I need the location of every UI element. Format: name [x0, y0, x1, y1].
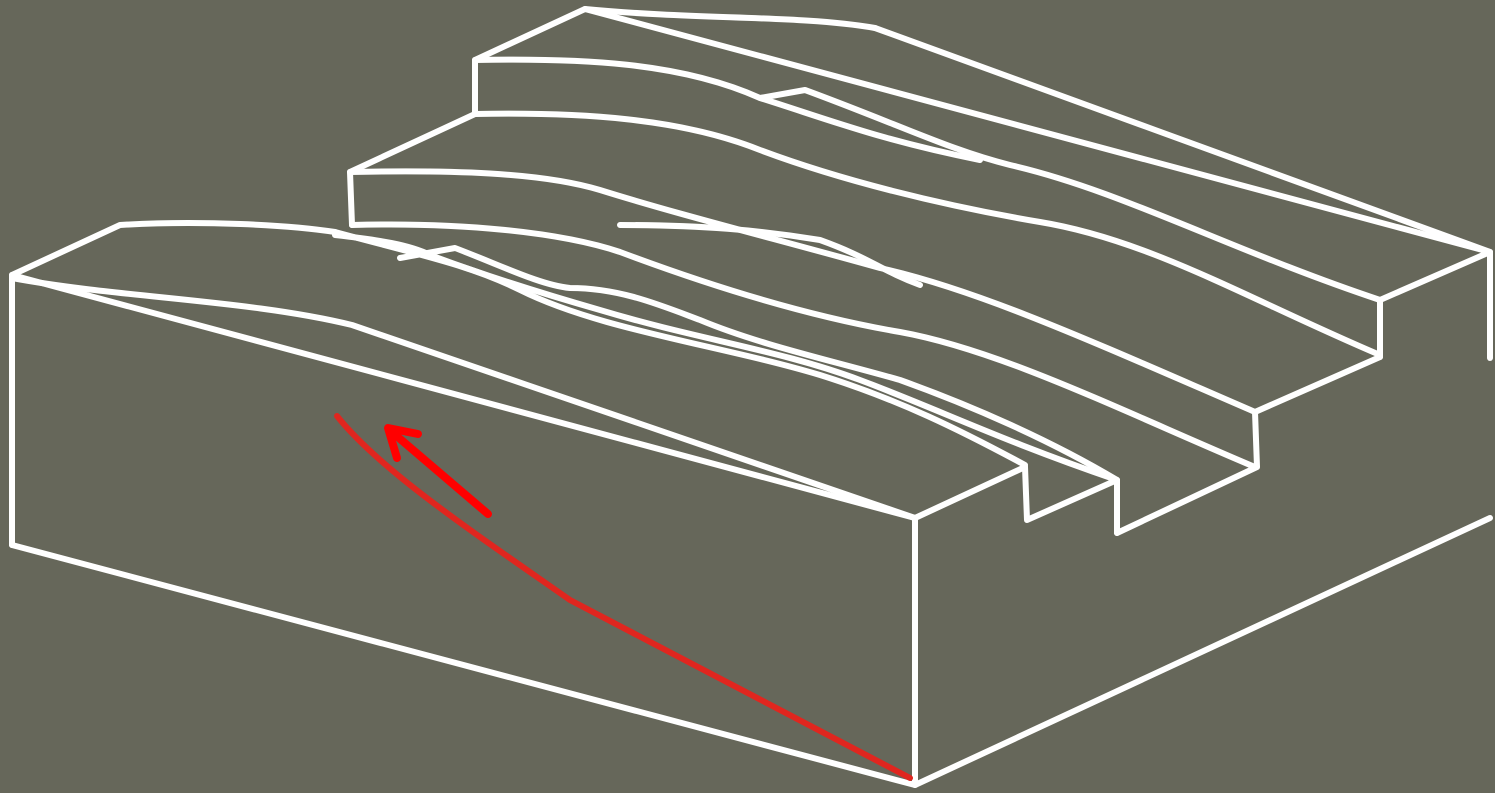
- terrace-2-riser: [347, 169, 355, 228]
- front-block-surface-curve: [9, 275, 918, 521]
- arrow-shaft: [388, 428, 492, 518]
- arrow-head: [384, 424, 422, 462]
- terrace-1-fold: [397, 245, 1120, 483]
- terrace-2-top-left-cap: [347, 111, 478, 175]
- front-block-top-right-edge: [912, 464, 1028, 521]
- terrace-3-right-edge: [1377, 249, 1493, 303]
- top-back-edge-2: [872, 25, 1493, 255]
- terrace-3-top-left-cap: [472, 6, 878, 63]
- terrace-2-front-curve: [347, 168, 1258, 415]
- terrace-3-lower-curve: [472, 110, 1383, 358]
- front-block-top-left-cap: [9, 219, 338, 278]
- terrace-2-lower-curve: [349, 221, 1258, 470]
- fault-line: [334, 413, 913, 781]
- terrace-3-inner-fold: [757, 95, 983, 163]
- arrow-up-left-icon: [384, 424, 492, 518]
- terrace-3-front-curve: [472, 56, 1383, 303]
- top-back-edge-1: [582, 6, 1493, 255]
- front-block-bottom-front-edge: [9, 542, 918, 788]
- front-block-top-front-edge: [9, 272, 918, 521]
- terrace-1-ridge: [332, 229, 1028, 468]
- front-block-bottom-right-edge: [912, 515, 1493, 788]
- terrace-2-right-edge: [1252, 354, 1383, 415]
- terrace-2-inner-fold: [617, 222, 923, 288]
- notch-1: [1022, 464, 1120, 536]
- terrace-2-right-step: [1114, 409, 1260, 536]
